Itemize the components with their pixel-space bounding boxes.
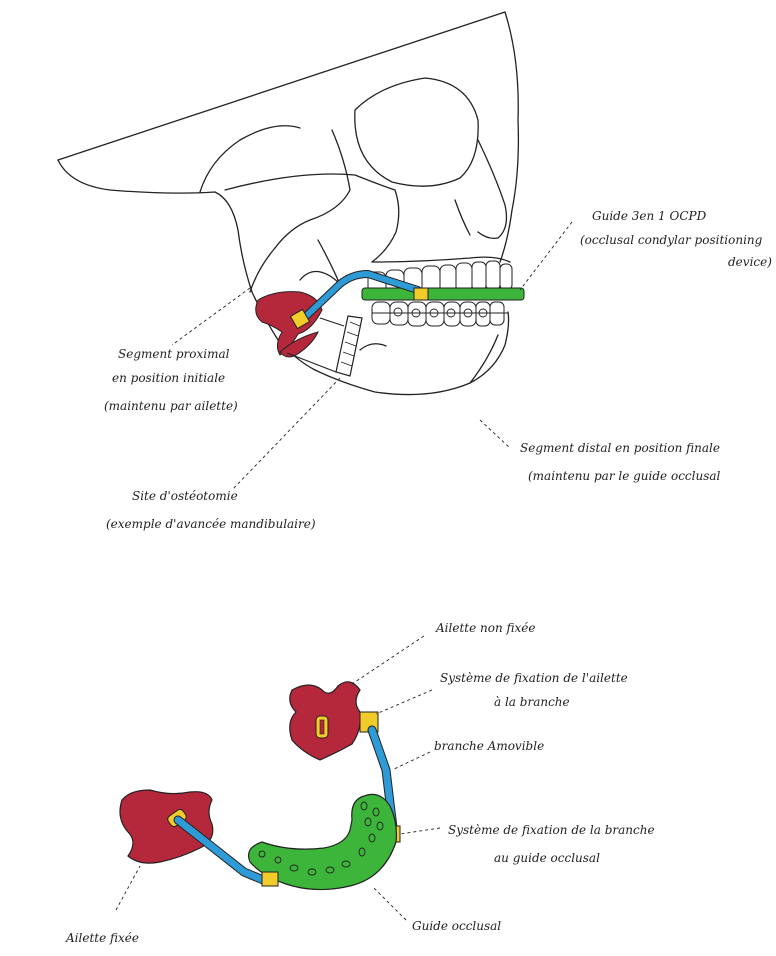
arm-fixed-guide-fixation bbox=[262, 872, 278, 886]
proximal-segment-label-line3: (maintenu par ailette) bbox=[104, 399, 238, 413]
aileron-fixed-label: Ailette fixée bbox=[65, 931, 139, 945]
removable-arm-label: branche Amovible bbox=[434, 739, 544, 753]
proximal-segment-label-line1: Segment proximal bbox=[118, 347, 230, 361]
guide-fixation-label-line1: Système de fixation de la branche bbox=[448, 823, 655, 837]
osteotomy-label-line1: Site d'ostéotomie bbox=[132, 489, 238, 503]
aileron-fixation-label-line2: à la branche bbox=[494, 695, 570, 709]
aileron-free-label: Ailette non fixée bbox=[435, 621, 535, 635]
top-labels: Guide 3en 1 OCPD (occlusal condylar posi… bbox=[104, 209, 772, 531]
aileron-free-slot-inner bbox=[320, 720, 324, 734]
occlusal-guide-label: Guide occlusal bbox=[412, 919, 501, 933]
bottom-labels: Ailette non fixée Système de fixation de… bbox=[65, 621, 655, 945]
guide-3in1-label-line1: Guide 3en 1 OCPD bbox=[592, 209, 707, 223]
guide-3in1-label-line3: device) bbox=[728, 255, 772, 269]
proximal-segment-label-line2: en position initiale bbox=[112, 371, 225, 385]
distal-segment-label-line1: Segment distal en position finale bbox=[520, 441, 720, 455]
osteotomy-label-line2: (exemple d'avancée mandibulaire) bbox=[106, 517, 316, 531]
guide-fixation-label-line2: au guide occlusal bbox=[494, 851, 600, 865]
distal-segment-label-line2: (maintenu par le guide occlusal bbox=[528, 469, 721, 483]
aileron-fixation-label-line1: Système de fixation de l'ailette bbox=[440, 671, 628, 685]
guide-3in1-label-line2: (occlusal condylar positioning bbox=[580, 233, 763, 247]
aileron-fixed bbox=[120, 790, 213, 863]
occlusal-guide-bar bbox=[362, 288, 524, 300]
fixation-top-guide bbox=[414, 288, 428, 300]
